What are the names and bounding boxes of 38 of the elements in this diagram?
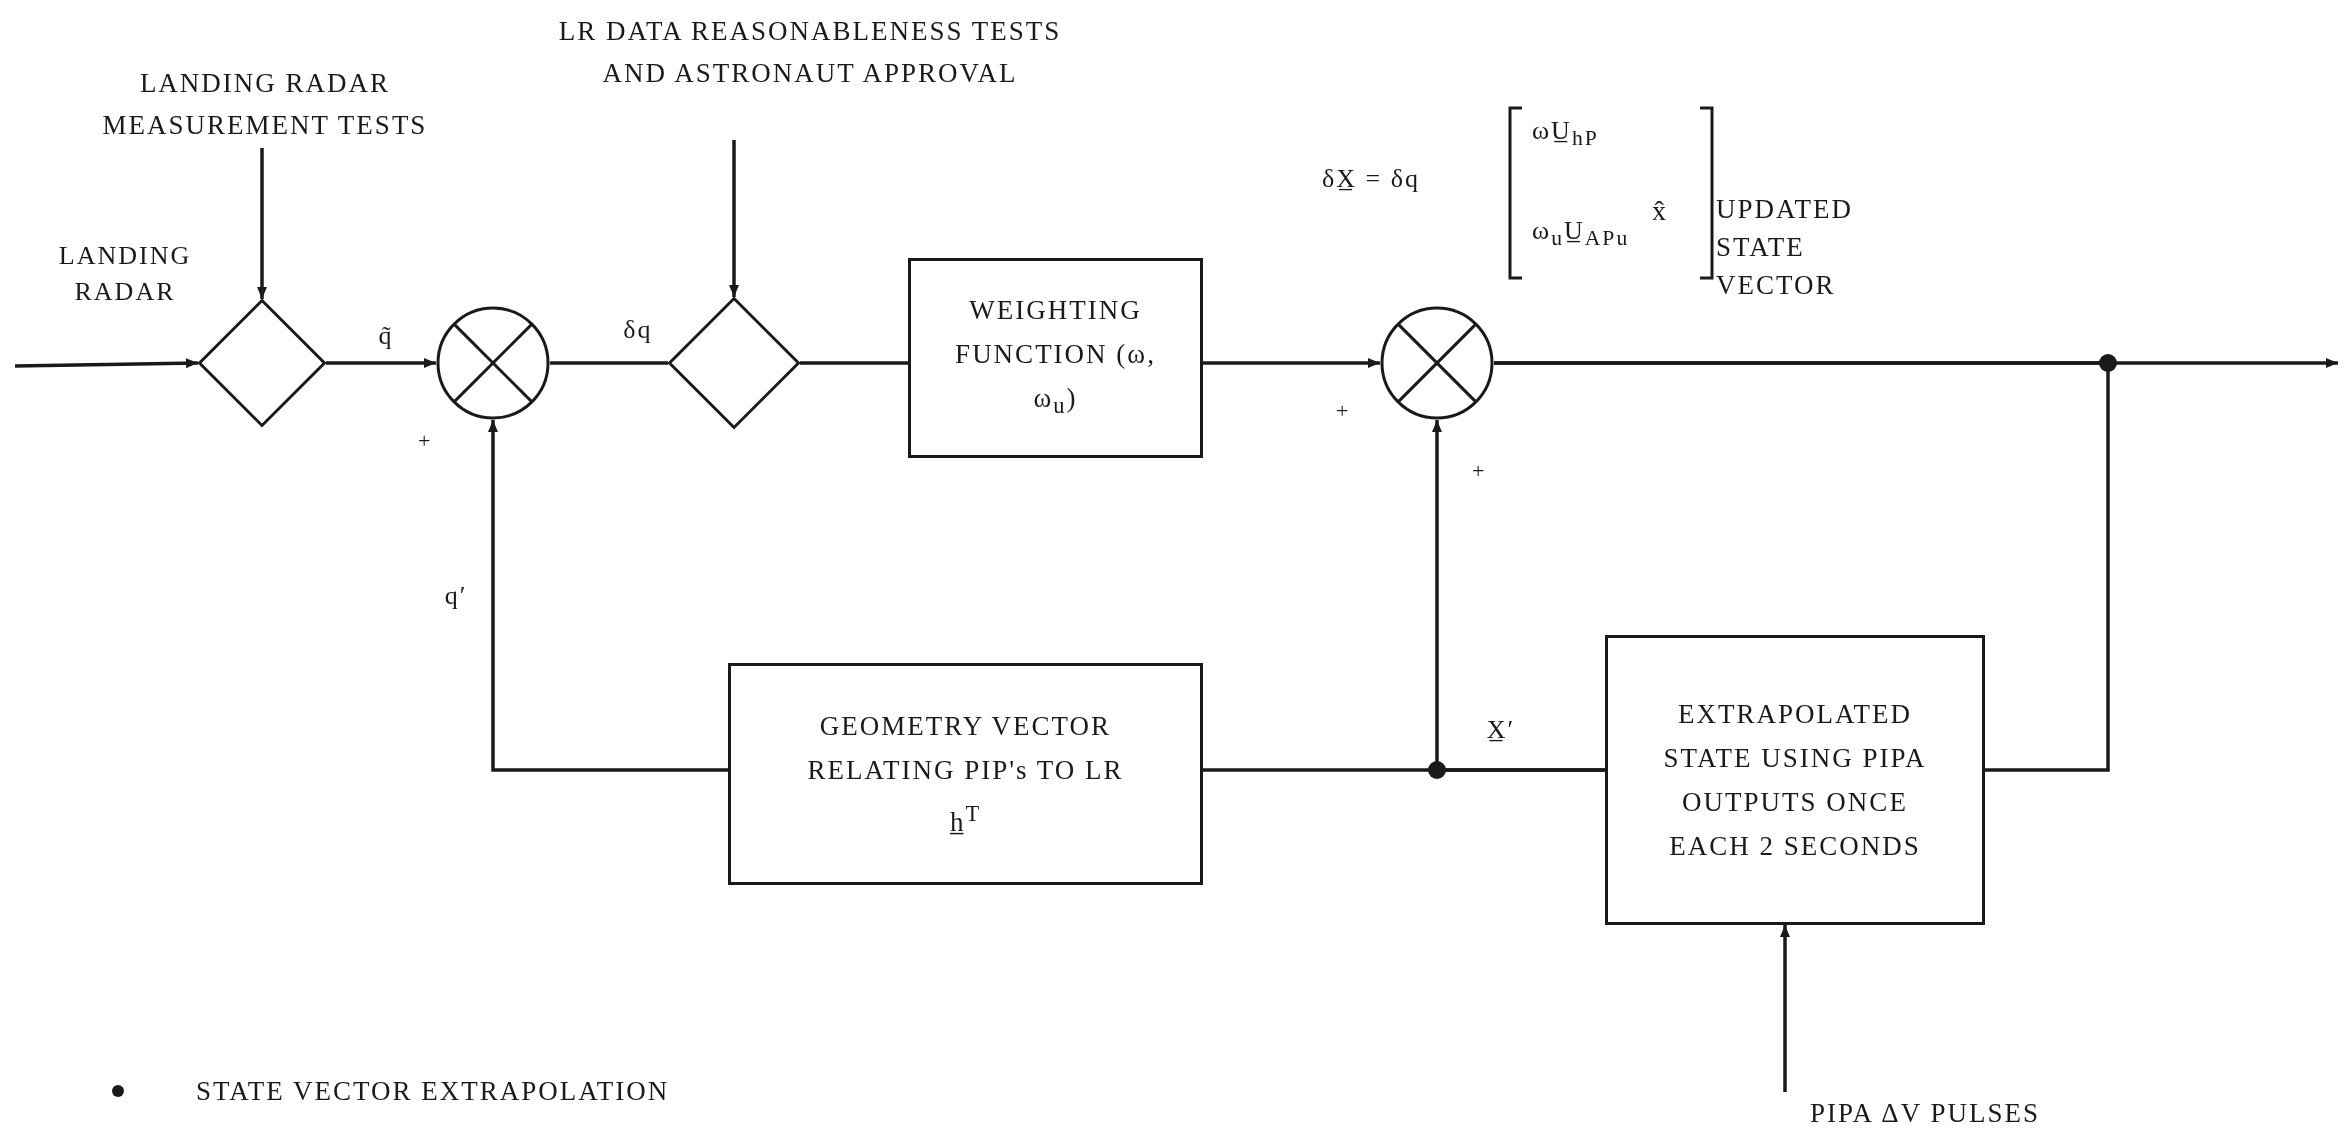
- connector-line: [550, 361, 668, 365]
- process-box: [1605, 635, 1985, 925]
- arrow: [1203, 358, 1380, 368]
- decision-diamond: [198, 299, 326, 427]
- summing-junction: [1380, 306, 1494, 420]
- connector-line: [1494, 361, 2110, 772]
- edge-label: q′: [443, 580, 469, 612]
- summing-junction: [436, 306, 550, 420]
- edge-label: LANDING RADAR: [57, 240, 193, 308]
- diagram-label: +: [1472, 457, 1487, 485]
- box-text: EXTRAPOLATED STATE USING PIPA OUTPUTS ONCE EACH 2 SECONDS: [1662, 698, 1928, 863]
- diagram-label: +: [418, 427, 433, 455]
- diagram-label: ωU̲$_{hP}$: [1532, 115, 1599, 153]
- arrow: [257, 148, 267, 299]
- box-text: WEIGHTING FUNCTION (ω, ω$_{u}$): [954, 293, 1157, 421]
- annotation-text: PIPA ΔV PULSES: [1740, 1092, 2110, 1134]
- diagram-label: +: [1336, 397, 1351, 425]
- annotation-text: LR DATA REASONABLENESS TESTS AND ASTRONAUT APPROVAL: [540, 10, 1080, 140]
- diagram-label: STATE VECTOR EXTRAPOLATION: [196, 1075, 670, 1108]
- connector-line: [800, 361, 908, 365]
- arrow: [1780, 925, 1790, 1092]
- arrow: [488, 420, 728, 772]
- diagram-label: ω$_{u}$U̲$_{APu}$: [1532, 215, 1630, 253]
- edge-label: q̃: [377, 320, 395, 352]
- arrow: [326, 358, 436, 368]
- annotation-text: LANDING RADAR MEASUREMENT TESTS: [40, 62, 490, 148]
- diagram-label: δX̲ = δq: [1322, 163, 1420, 195]
- connector-line: [1203, 768, 1605, 772]
- decision-diamond: [668, 297, 800, 429]
- diagram-label: UPDATED STATE VECTOR: [1716, 193, 1854, 302]
- arrow: [729, 140, 739, 297]
- edge-label: δq: [622, 314, 654, 346]
- arrow: [14, 358, 199, 369]
- process-box: [908, 258, 1203, 458]
- edge-label: X̲′: [1485, 714, 1517, 746]
- process-box: [728, 663, 1203, 885]
- box-text: h̲$^{T}$: [949, 800, 982, 839]
- diagram-label: x̂: [1652, 194, 1668, 228]
